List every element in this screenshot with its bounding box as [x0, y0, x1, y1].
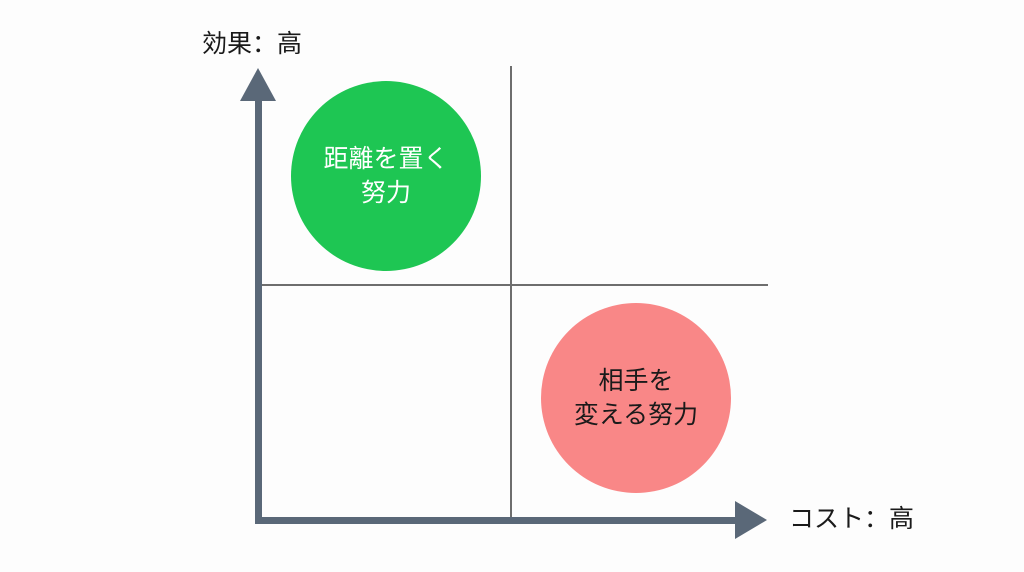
y-axis-line	[255, 96, 262, 524]
bubble-text-line: 距離を置く	[323, 144, 449, 173]
bubble-text-line: 変える努力	[573, 400, 699, 429]
arrow-up-icon	[240, 68, 276, 101]
horizontal-quadrant-divider	[262, 284, 768, 286]
vertical-quadrant-divider	[510, 66, 512, 518]
bubble-keep-distance: 距離を置く 努力	[291, 81, 481, 271]
x-axis-line	[255, 517, 739, 524]
x-axis-label: コスト：高	[789, 504, 915, 533]
arrow-right-icon	[735, 501, 767, 539]
y-axis-label: 効果：高	[202, 29, 303, 58]
bubble-text-line: 努力	[360, 178, 411, 207]
bubble-change-other: 相手を 変える努力	[541, 303, 731, 493]
bubble-text-line: 相手を	[598, 366, 674, 395]
